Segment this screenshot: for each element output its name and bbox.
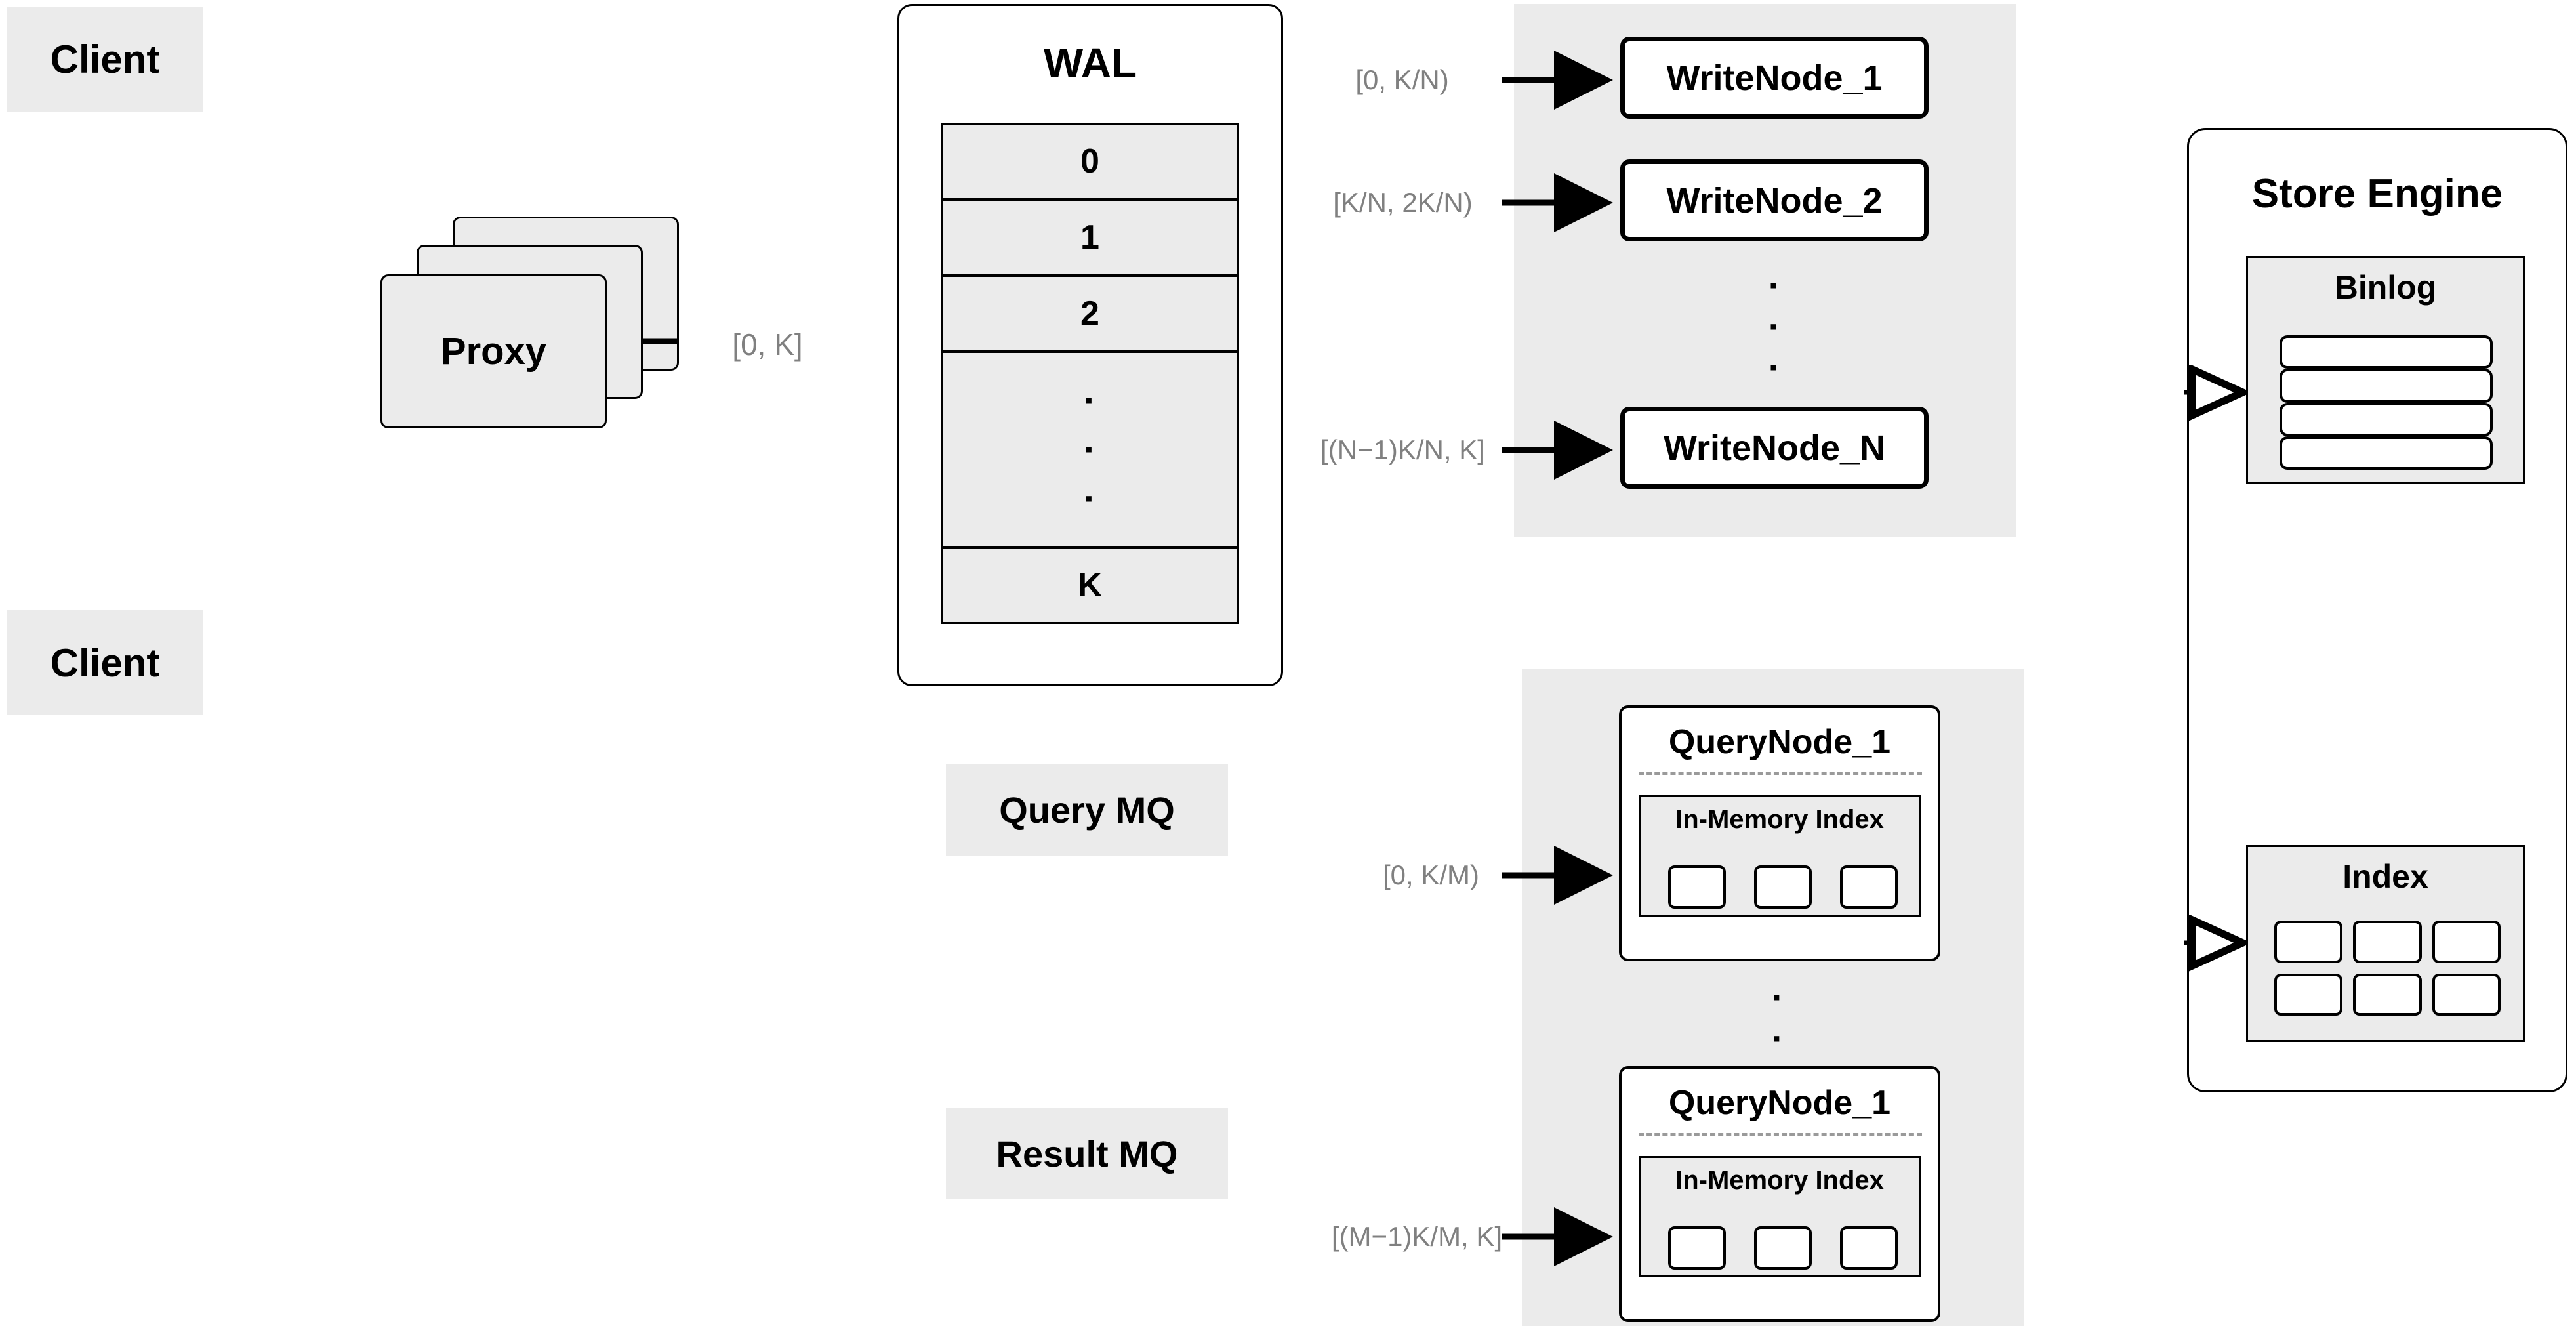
query-node-m-divider (1639, 1133, 1922, 1136)
query-node-1-divider (1639, 772, 1922, 775)
index-cell (2274, 921, 2343, 963)
write-node-n[interactable]: WriteNode_N (1620, 407, 1929, 489)
wal-cell-0: 0 (941, 123, 1239, 200)
client-node-2[interactable]: Client (7, 610, 203, 715)
query-mq-node[interactable]: Query MQ (946, 764, 1228, 856)
store-engine-title: Store Engine (2251, 171, 2503, 217)
wal-title: WAL (1043, 39, 1137, 87)
index-slot (1840, 1226, 1898, 1270)
wal-cell-k-label: K (1077, 566, 1103, 604)
edge-label-wal-to-write-node-2: [K/N, 2K/N) (1326, 178, 1479, 226)
proxy-stack[interactable]: Proxy (380, 217, 682, 433)
proxy-stack-layer-front[interactable]: Proxy (380, 274, 607, 428)
query-node-1-in-memory-index-title: In-Memory Index (1675, 805, 1884, 834)
edge-label-proxy-to-wal-text: [0, K] (732, 327, 803, 362)
query-node-1-label: QueryNode_1 (1668, 723, 1891, 761)
index-title: Index (2342, 858, 2428, 895)
index-grid (2274, 921, 2501, 1016)
query-node-m-in-memory-index-title: In-Memory Index (1675, 1166, 1884, 1195)
result-mq-node[interactable]: Result MQ (946, 1108, 1228, 1199)
index-slot (1754, 1226, 1812, 1270)
write-node-2-label: WriteNode_2 (1666, 180, 1883, 220)
edge-label-wal-to-write-node-n: [(N−1)K/N, K] (1320, 426, 1485, 474)
edge-label-wal-to-write-node-1: [0, K/N) (1338, 56, 1466, 104)
write-cluster-ellipsis: · · · (1768, 264, 1781, 388)
query-node-m-label: QueryNode_1 (1668, 1084, 1891, 1122)
index-section: Index (2246, 845, 2525, 1042)
client-node-2-label: Client (50, 640, 160, 685)
index-slot (1668, 865, 1726, 909)
query-node-m-index-slots (1668, 1226, 1898, 1270)
edge-label-mq-to-query-node-m: [(M−1)K/M, K] (1332, 1212, 1502, 1260)
write-node-n-label: WriteNode_N (1663, 428, 1886, 468)
index-cell (2432, 973, 2501, 1016)
index-slot (1840, 865, 1898, 909)
binlog-section: Binlog (2246, 256, 2525, 484)
wal-cell-ellipsis: · · · (941, 351, 1239, 548)
index-slot (1668, 1226, 1726, 1270)
query-node-1-in-memory-index: In-Memory Index (1639, 795, 1921, 917)
result-mq-label: Result MQ (996, 1132, 1178, 1174)
index-cell (2274, 973, 2343, 1016)
wal-ellipsis-dots: · · · (1084, 379, 1096, 520)
index-cell (2353, 973, 2422, 1016)
proxy-label: Proxy (440, 330, 547, 373)
wal-cell-0-label: 0 (1080, 142, 1099, 180)
wal-cell-2: 2 (941, 275, 1239, 352)
binlog-row (2280, 402, 2493, 436)
index-cell (2353, 921, 2422, 963)
wal-cell-1-label: 1 (1080, 218, 1099, 257)
binlog-rows (2280, 335, 2493, 470)
write-node-1[interactable]: WriteNode_1 (1620, 37, 1929, 119)
write-node-2[interactable]: WriteNode_2 (1620, 159, 1929, 241)
query-node-m-in-memory-index: In-Memory Index (1639, 1156, 1921, 1277)
query-mq-label: Query MQ (999, 789, 1175, 831)
binlog-row (2280, 369, 2493, 403)
edge-label-mq-to-query-node-1: [0, K/M) (1380, 851, 1482, 899)
wal-cell-1: 1 (941, 199, 1239, 276)
query-node-1-index-slots (1668, 865, 1898, 909)
binlog-title: Binlog (2334, 269, 2437, 306)
index-cell (2432, 921, 2501, 963)
write-node-1-label: WriteNode_1 (1666, 58, 1883, 98)
edge-label-proxy-to-wal: [0, K] (727, 319, 808, 370)
wal-cell-2-label: 2 (1080, 295, 1099, 333)
wal-cell-k: K (941, 547, 1239, 624)
binlog-row (2280, 436, 2493, 470)
binlog-row (2280, 335, 2493, 369)
index-slot (1754, 865, 1812, 909)
client-node-1[interactable]: Client (7, 7, 203, 112)
client-node-1-label: Client (50, 37, 160, 81)
